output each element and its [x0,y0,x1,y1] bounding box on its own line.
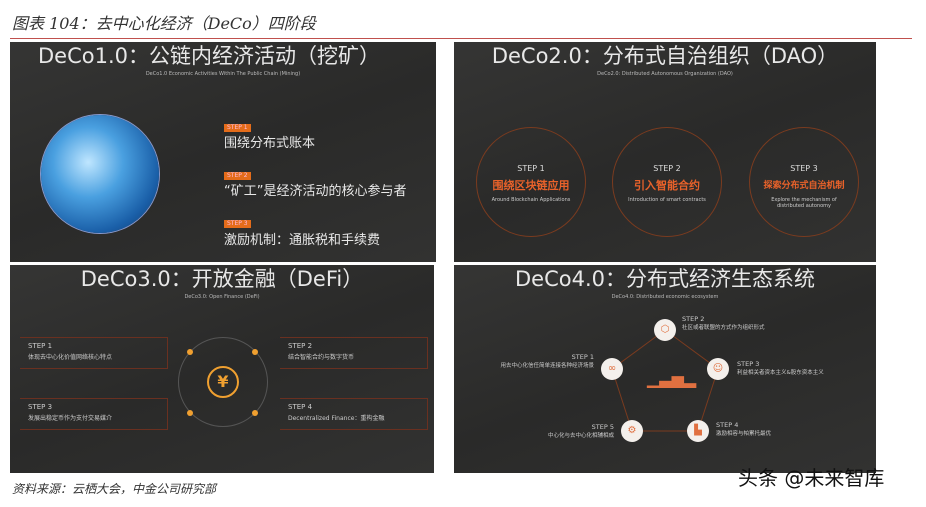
step-circle: STEP 1 围绕区块链应用 Around Blockchain Applica… [476,127,586,237]
step-label: STEP 4 [288,403,313,411]
step-text: Decentralized Finance：重构金融 [288,415,385,422]
gear-icon: ⚙ [621,420,643,442]
step-badge: STEP 1 [224,124,251,132]
step-box: STEP 1 体现去中心化价值网络核心特点 [20,337,168,369]
panel-deco4: DeCo4.0：分布式经济生态系统 DeCo4.0: Distributed e… [454,265,876,473]
step-label: STEP 1 [28,342,53,350]
step-label: STEP 1 [517,164,545,173]
panel-title: DeCo1.0：公链内经济活动（挖矿） [38,44,380,68]
panel-deco1: DeCo1.0：公链内经济活动（挖矿） DeCo1.0 Economic Act… [10,42,436,262]
people-icon: ☺ [707,358,729,380]
panel-title: DeCo2.0：分布式自治组织（DAO） [491,44,839,68]
dot [187,410,193,416]
step-badge: STEP 3 [224,220,251,229]
step-en: Around Blockchain Applications [491,197,571,203]
step-label: STEP 2 [288,342,313,350]
factory-icon: ▙ [687,420,709,442]
panel-subtitle: DeCo4.0: Distributed economic ecosystem [611,294,719,300]
step-en: Introduction of smart contracts [628,197,706,203]
panel-subtitle: DeCo1.0 Economic Activities Within The P… [145,71,301,77]
panel-title: DeCo4.0：分布式经济生态系统 [515,267,815,291]
step-list: STEP 1 围绕分布式账本 STEP 2 “矿工”是经济活动的核心参与者 ST… [224,114,406,259]
globe-image [41,115,159,233]
panel-subtitle: DeCo2.0: Distributed Autonomous Organiza… [597,71,733,77]
step-cn: 探索分布式自治机制 [763,181,845,191]
step-cn: 引入智能合约 [634,179,700,192]
dot [252,349,258,355]
watermark: 头条 @未来智库 [738,466,885,490]
step-box: STEP 3 发展出稳定币作为支付交易媒介 [20,398,168,430]
title-rule [10,38,912,39]
dot [252,410,258,416]
community-icon: ⬡ [654,319,676,341]
step-circle: STEP 2 引入智能合约 Introduction of smart cont… [612,127,722,237]
step-badge: STEP 2 [224,172,251,181]
step-label: STEP 2 [653,164,681,173]
step-circle: STEP 3 探索分布式自治机制 Explore the mechanism o… [749,127,859,237]
source-note: 资料来源：云栖大会，中金公司研究部 [12,482,217,496]
step-text: 围绕分布式账本 [224,136,316,152]
chart-icon: ▁▃▅▂ [647,369,697,388]
step-text: 激励机制：通胀税和手续费 [224,232,381,248]
step-cn: 围绕区块链应用 [492,179,570,192]
link-icon: ∞ [601,358,623,380]
step-label: STEP 3 [790,164,818,173]
step-en: Explore the mechanism of distributed aut… [771,197,837,209]
step-text: 结合智能合约与数字货币 [288,354,355,361]
panel-subtitle: DeCo3.0: Open Finance (DeFi) [184,294,260,300]
panel-deco3: DeCo3.0：开放金融（DeFi） DeCo3.0: Open Finance… [10,265,434,473]
step-text: “矿工”是经济活动的核心参与者 [224,184,407,200]
step-label: STEP 3 [28,403,53,411]
yen-exchange-icon: ¥ [207,366,239,398]
figure-title: 图表 104：去中心化经济（DeCo）四阶段 [12,14,316,33]
step-text: 体现去中心化价值网络核心特点 [28,354,113,361]
center-ring [178,337,268,427]
step-box: STEP 2 结合智能合约与数字货币 [280,337,428,369]
panel-title: DeCo3.0：开放金融（DeFi） [80,267,364,291]
step-text: 发展出稳定币作为支付交易媒介 [28,415,113,422]
step-box: STEP 4 Decentralized Finance：重构金融 [280,398,428,430]
panel-deco2: DeCo2.0：分布式自治组织（DAO） DeCo2.0: Distribute… [454,42,876,262]
dot [187,349,193,355]
